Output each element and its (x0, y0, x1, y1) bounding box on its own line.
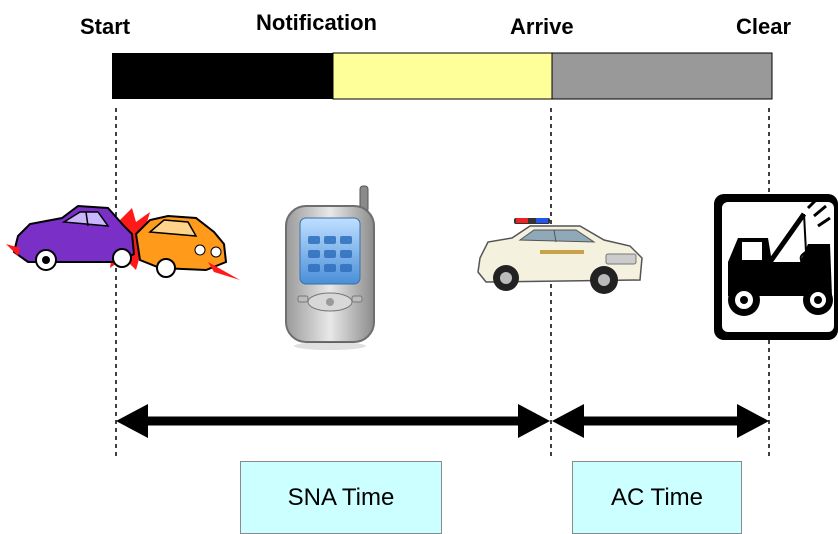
segment-start-to-notification (112, 53, 333, 99)
sna-interval-arrow (116, 404, 550, 438)
cell-phone-icon (285, 185, 375, 350)
guide-lines (115, 108, 770, 460)
label-clear: Clear (736, 14, 792, 39)
sna-time-box: SNA Time (240, 461, 442, 534)
police-car-icon (477, 218, 643, 294)
tow-truck-icon (714, 194, 838, 340)
crash-cars-icon (6, 204, 240, 280)
timeline-bar (112, 52, 773, 100)
segment-notification-to-arrive (332, 52, 553, 100)
label-arrive: Arrive (510, 14, 574, 39)
ac-time-box: AC Time (572, 461, 742, 534)
ac-interval-arrow (552, 404, 769, 438)
segment-arrive-to-clear (551, 52, 773, 100)
label-start: Start (80, 14, 131, 39)
label-notification: Notification (256, 10, 377, 35)
